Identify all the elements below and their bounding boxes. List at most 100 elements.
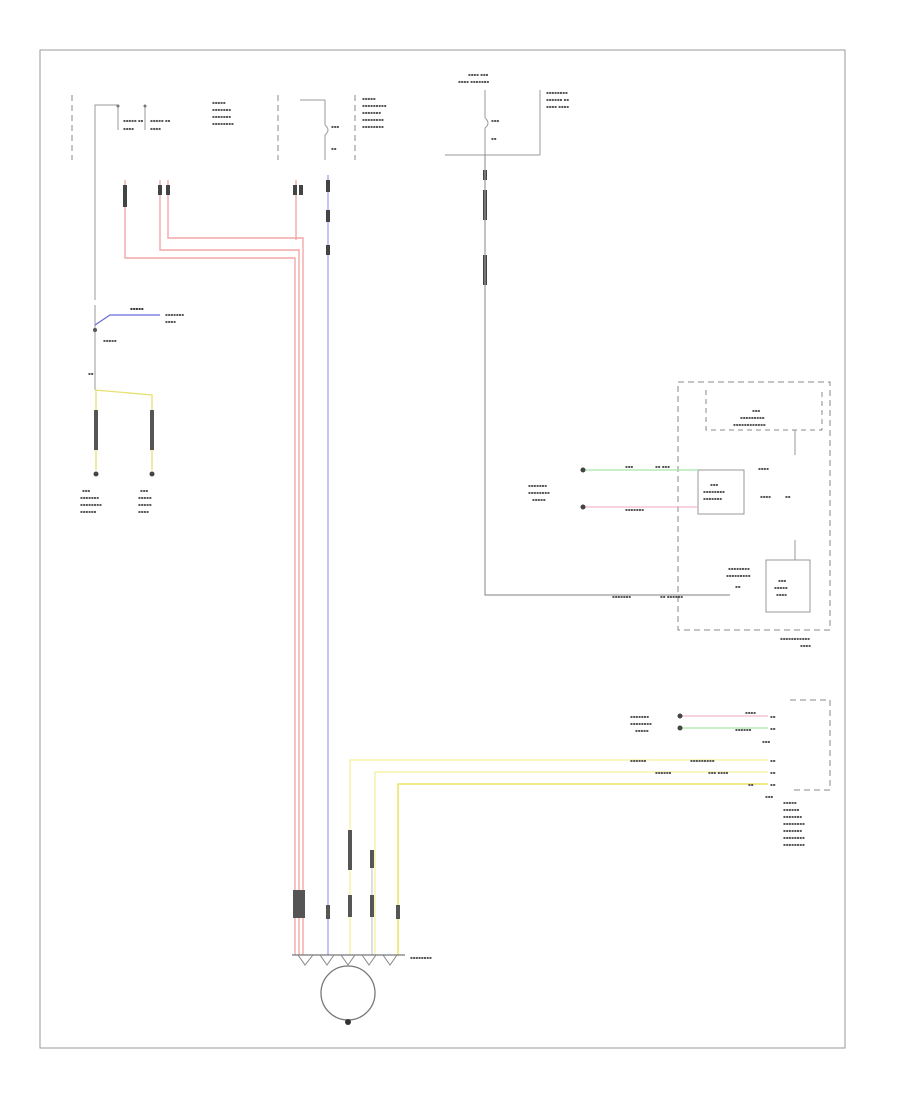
svg-text:▪▪: ▪▪ bbox=[735, 584, 741, 589]
svg-text:▪▪▪▪▪▪: ▪▪▪▪▪▪ bbox=[655, 770, 672, 775]
svg-text:▪▪▪▪▪ ▪▪: ▪▪▪▪▪ ▪▪ bbox=[150, 118, 171, 123]
red-wire-bundle bbox=[124, 180, 304, 955]
sensor-motor bbox=[320, 965, 376, 1025]
svg-text:▪▪▪▪▪▪▪: ▪▪▪▪▪▪▪ bbox=[630, 714, 649, 719]
left-switch-section: ▪▪▪▪▪ ▪▪▪▪▪▪▪ ▪▪▪▪ ▪▪▪▪▪ ▪▪ ▪▪▪ ▪▪▪▪▪▪▪ … bbox=[80, 305, 184, 514]
svg-text:▪▪: ▪▪ bbox=[88, 371, 94, 376]
svg-text:▪▪▪▪▪▪: ▪▪▪▪▪▪ bbox=[630, 758, 647, 763]
svg-text:▪▪▪: ▪▪▪ bbox=[140, 488, 148, 493]
control-module-bottom-right: ▪▪▪▪▪▪▪ ▪▪▪▪▪▪▪▪ ▪▪▪▪▪ ▪▪▪▪ ▪▪▪▪▪▪ ▪▪ ▪▪… bbox=[630, 699, 831, 847]
svg-text:▪▪▪▪▪▪▪: ▪▪▪▪▪▪▪ bbox=[783, 828, 802, 833]
svg-text:▪▪▪: ▪▪▪ bbox=[762, 739, 770, 744]
svg-text:▪▪▪▪▪▪▪▪: ▪▪▪▪▪▪▪▪ bbox=[362, 117, 384, 122]
svg-text:▪▪▪▪▪▪▪: ▪▪▪▪▪▪▪ bbox=[165, 312, 184, 317]
svg-text:▪▪: ▪▪ bbox=[785, 494, 791, 499]
svg-text:▪▪: ▪▪ bbox=[770, 758, 776, 763]
svg-text:▪▪▪: ▪▪▪ bbox=[625, 464, 633, 469]
combination-meter: ▪▪▪ ▪▪▪▪▪▪▪▪▪ ▪▪▪▪▪▪▪▪▪▪▪▪ ▪▪▪ ▪▪▪▪▪▪▪▪ … bbox=[612, 381, 831, 648]
svg-text:▪▪▪▪▪▪▪: ▪▪▪▪▪▪▪ bbox=[783, 814, 802, 819]
svg-text:▪▪▪▪▪▪▪▪▪: ▪▪▪▪▪▪▪▪▪ bbox=[362, 103, 387, 108]
svg-text:▪▪▪▪▪▪▪▪▪: ▪▪▪▪▪▪▪▪▪ bbox=[740, 415, 765, 420]
svg-text:▪▪▪▪▪▪▪▪: ▪▪▪▪▪▪▪▪ bbox=[212, 121, 234, 126]
svg-text:▪▪▪▪▪▪▪▪: ▪▪▪▪▪▪▪▪ bbox=[528, 490, 550, 495]
svg-text:▪▪▪▪▪: ▪▪▪▪▪ bbox=[212, 100, 226, 105]
svg-text:▪▪▪▪: ▪▪▪▪ bbox=[745, 710, 756, 715]
yellow-wire-bundle bbox=[349, 759, 768, 955]
svg-text:▪▪▪▪▪▪▪▪: ▪▪▪▪▪▪▪▪ bbox=[630, 721, 652, 726]
svg-text:▪▪▪▪▪: ▪▪▪▪▪ bbox=[783, 800, 797, 805]
svg-text:▪▪▪▪▪: ▪▪▪▪▪ bbox=[130, 306, 144, 311]
svg-text:▪▪▪▪: ▪▪▪▪ bbox=[138, 509, 149, 514]
svg-text:▪▪▪▪▪▪▪▪▪▪▪: ▪▪▪▪▪▪▪▪▪▪▪ bbox=[780, 636, 810, 641]
svg-text:▪▪▪▪▪▪▪: ▪▪▪▪▪▪▪ bbox=[80, 495, 99, 500]
fuse-block-middle: ▪▪▪ ▪▪ ▪▪▪▪▪ ▪▪▪▪▪▪▪▪▪ ▪▪▪▪▪▪▪ ▪▪▪▪▪▪▪▪ … bbox=[300, 95, 387, 160]
svg-text:▪▪▪▪▪▪▪▪: ▪▪▪▪▪▪▪▪ bbox=[783, 835, 805, 840]
svg-text:▪▪: ▪▪ bbox=[331, 146, 337, 151]
can-lines-meter: ▪▪▪▪▪▪▪ ▪▪▪▪▪▪▪▪ ▪▪▪▪▪ ▪▪▪ ▪▪▪▪▪▪▪ ▪▪ ▪▪… bbox=[528, 464, 698, 512]
svg-text:▪▪▪▪▪: ▪▪▪▪▪ bbox=[138, 502, 152, 507]
svg-text:▪▪▪: ▪▪▪ bbox=[331, 124, 339, 129]
svg-text:▪▪▪▪▪ ▪▪: ▪▪▪▪▪ ▪▪ bbox=[123, 118, 144, 123]
gray-wire-right bbox=[484, 155, 730, 596]
svg-text:▪▪▪▪▪: ▪▪▪▪▪ bbox=[532, 497, 546, 502]
svg-text:▪▪: ▪▪ bbox=[491, 136, 497, 141]
svg-text:▪▪▪▪▪: ▪▪▪▪▪ bbox=[635, 728, 649, 733]
svg-text:▪▪▪▪▪▪▪▪: ▪▪▪▪▪▪▪▪ bbox=[362, 124, 384, 129]
svg-text:▪▪: ▪▪ bbox=[770, 782, 776, 787]
svg-text:▪▪▪▪▪▪▪: ▪▪▪▪▪▪▪ bbox=[528, 483, 547, 488]
svg-text:▪▪▪▪▪▪▪: ▪▪▪▪▪▪▪ bbox=[625, 507, 644, 512]
svg-text:▪▪ ▪▪▪▪▪▪: ▪▪ ▪▪▪▪▪▪ bbox=[660, 594, 683, 599]
svg-text:▪▪▪▪▪▪▪▪▪: ▪▪▪▪▪▪▪▪▪ bbox=[690, 758, 715, 763]
svg-text:▪▪▪▪▪▪▪: ▪▪▪▪▪▪▪ bbox=[362, 110, 381, 115]
svg-text:▪▪▪: ▪▪▪ bbox=[710, 482, 718, 487]
svg-text:▪▪▪▪▪▪▪▪: ▪▪▪▪▪▪▪▪ bbox=[783, 821, 805, 826]
svg-text:▪▪▪▪▪: ▪▪▪▪▪ bbox=[362, 96, 376, 101]
svg-text:▪▪▪▪▪▪▪▪▪▪▪▪: ▪▪▪▪▪▪▪▪▪▪▪▪ bbox=[733, 422, 766, 427]
svg-text:▪▪▪: ▪▪▪ bbox=[778, 578, 786, 583]
yellow-wire-labels: ▪▪▪▪▪▪ ▪▪▪▪▪▪▪▪▪ ▪▪▪▪▪▪ ▪▪▪ ▪▪▪▪ ▪▪ ▪▪ ▪… bbox=[630, 758, 776, 799]
svg-text:▪▪▪▪▪▪▪: ▪▪▪▪▪▪▪ bbox=[612, 594, 631, 599]
svg-text:▪▪▪▪: ▪▪▪▪ bbox=[165, 319, 176, 324]
svg-text:▪▪▪: ▪▪▪ bbox=[491, 118, 499, 123]
svg-text:▪▪▪▪ ▪▪▪: ▪▪▪▪ ▪▪▪ bbox=[468, 72, 489, 77]
svg-text:▪▪▪▪: ▪▪▪▪ bbox=[800, 643, 811, 648]
svg-text:▪▪▪▪▪▪▪▪▪: ▪▪▪▪▪▪▪▪▪ bbox=[726, 573, 751, 578]
connector-marks-bottom bbox=[293, 830, 400, 919]
svg-text:▪▪▪▪: ▪▪▪▪ bbox=[123, 126, 134, 131]
svg-text:▪▪▪▪▪▪: ▪▪▪▪▪▪ bbox=[783, 807, 800, 812]
svg-text:▪▪▪▪: ▪▪▪▪ bbox=[776, 592, 787, 597]
svg-text:▪▪ ▪▪▪: ▪▪ ▪▪▪ bbox=[655, 464, 670, 469]
svg-text:▪▪▪▪ ▪▪▪▪: ▪▪▪▪ ▪▪▪▪ bbox=[546, 104, 569, 109]
connector-marks-top bbox=[123, 170, 487, 285]
svg-text:▪▪▪▪▪▪▪▪: ▪▪▪▪▪▪▪▪ bbox=[410, 955, 432, 960]
svg-text:▪▪: ▪▪ bbox=[748, 782, 754, 787]
svg-text:▪▪▪▪▪▪▪: ▪▪▪▪▪▪▪ bbox=[212, 107, 231, 112]
svg-text:▪▪▪▪: ▪▪▪▪ bbox=[758, 466, 769, 471]
svg-text:▪▪▪▪▪▪: ▪▪▪▪▪▪ bbox=[735, 727, 752, 732]
svg-text:▪▪▪: ▪▪▪ bbox=[765, 794, 773, 799]
svg-text:▪▪▪▪▪▪ ▪▪: ▪▪▪▪▪▪ ▪▪ bbox=[546, 97, 569, 102]
svg-text:▪▪▪▪▪▪▪▪: ▪▪▪▪▪▪▪▪ bbox=[80, 502, 102, 507]
svg-text:▪▪▪ ▪▪▪▪: ▪▪▪ ▪▪▪▪ bbox=[708, 770, 729, 775]
svg-text:▪▪▪▪▪▪▪▪: ▪▪▪▪▪▪▪▪ bbox=[783, 842, 805, 847]
svg-text:▪▪: ▪▪ bbox=[770, 726, 776, 731]
svg-text:▪▪▪▪: ▪▪▪▪ bbox=[150, 126, 161, 131]
svg-text:▪▪▪▪▪▪▪▪: ▪▪▪▪▪▪▪▪ bbox=[703, 489, 725, 494]
svg-text:▪▪▪▪▪: ▪▪▪▪▪ bbox=[138, 495, 152, 500]
svg-text:▪▪▪▪▪: ▪▪▪▪▪ bbox=[103, 338, 117, 343]
svg-text:▪▪▪: ▪▪▪ bbox=[752, 408, 760, 413]
svg-text:▪▪▪▪: ▪▪▪▪ bbox=[760, 494, 771, 499]
sensor-connector: ▪▪▪▪▪▪▪▪ bbox=[292, 954, 432, 966]
fuse-block-left: ▪▪▪▪▪ ▪▪ ▪▪▪▪ ▪▪▪▪▪ ▪▪ ▪▪▪▪ ▪▪▪▪▪ ▪▪▪▪▪▪… bbox=[71, 95, 279, 300]
svg-text:▪▪▪: ▪▪▪ bbox=[82, 488, 90, 493]
svg-text:▪▪▪▪▪▪▪▪: ▪▪▪▪▪▪▪▪ bbox=[728, 566, 750, 571]
svg-text:▪▪▪▪ ▪▪▪▪▪▪▪: ▪▪▪▪ ▪▪▪▪▪▪▪ bbox=[458, 79, 489, 84]
svg-text:▪▪▪▪▪: ▪▪▪▪▪ bbox=[774, 585, 788, 590]
svg-text:▪▪▪▪▪▪▪▪: ▪▪▪▪▪▪▪▪ bbox=[546, 90, 568, 95]
fuse-block-right: ▪▪▪▪ ▪▪▪ ▪▪▪▪ ▪▪▪▪▪▪▪ ▪▪▪ ▪▪ ▪▪▪▪▪▪▪▪ ▪▪… bbox=[445, 72, 569, 156]
svg-text:▪▪: ▪▪ bbox=[770, 770, 776, 775]
svg-text:▪▪▪▪▪▪▪: ▪▪▪▪▪▪▪ bbox=[212, 114, 231, 119]
diagram-frame bbox=[39, 49, 846, 1049]
svg-text:▪▪: ▪▪ bbox=[770, 714, 776, 719]
